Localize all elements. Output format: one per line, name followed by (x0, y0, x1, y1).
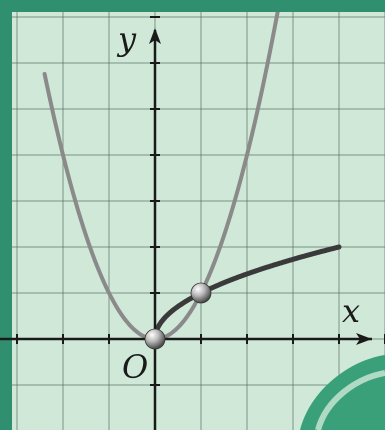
origin-label: O (122, 348, 148, 386)
intersection-point (190, 282, 212, 304)
corner-stamp-decoration (300, 355, 385, 430)
paper-background (12, 12, 385, 430)
y-axis-label: y (116, 20, 137, 58)
x-axis-arrow (356, 333, 372, 345)
series-line-parabola (42, 12, 280, 342)
x-axis-label: x (342, 292, 360, 330)
series-line-sqrt (152, 244, 342, 342)
intersection-point (144, 328, 166, 350)
y-axis-arrow (149, 28, 161, 44)
